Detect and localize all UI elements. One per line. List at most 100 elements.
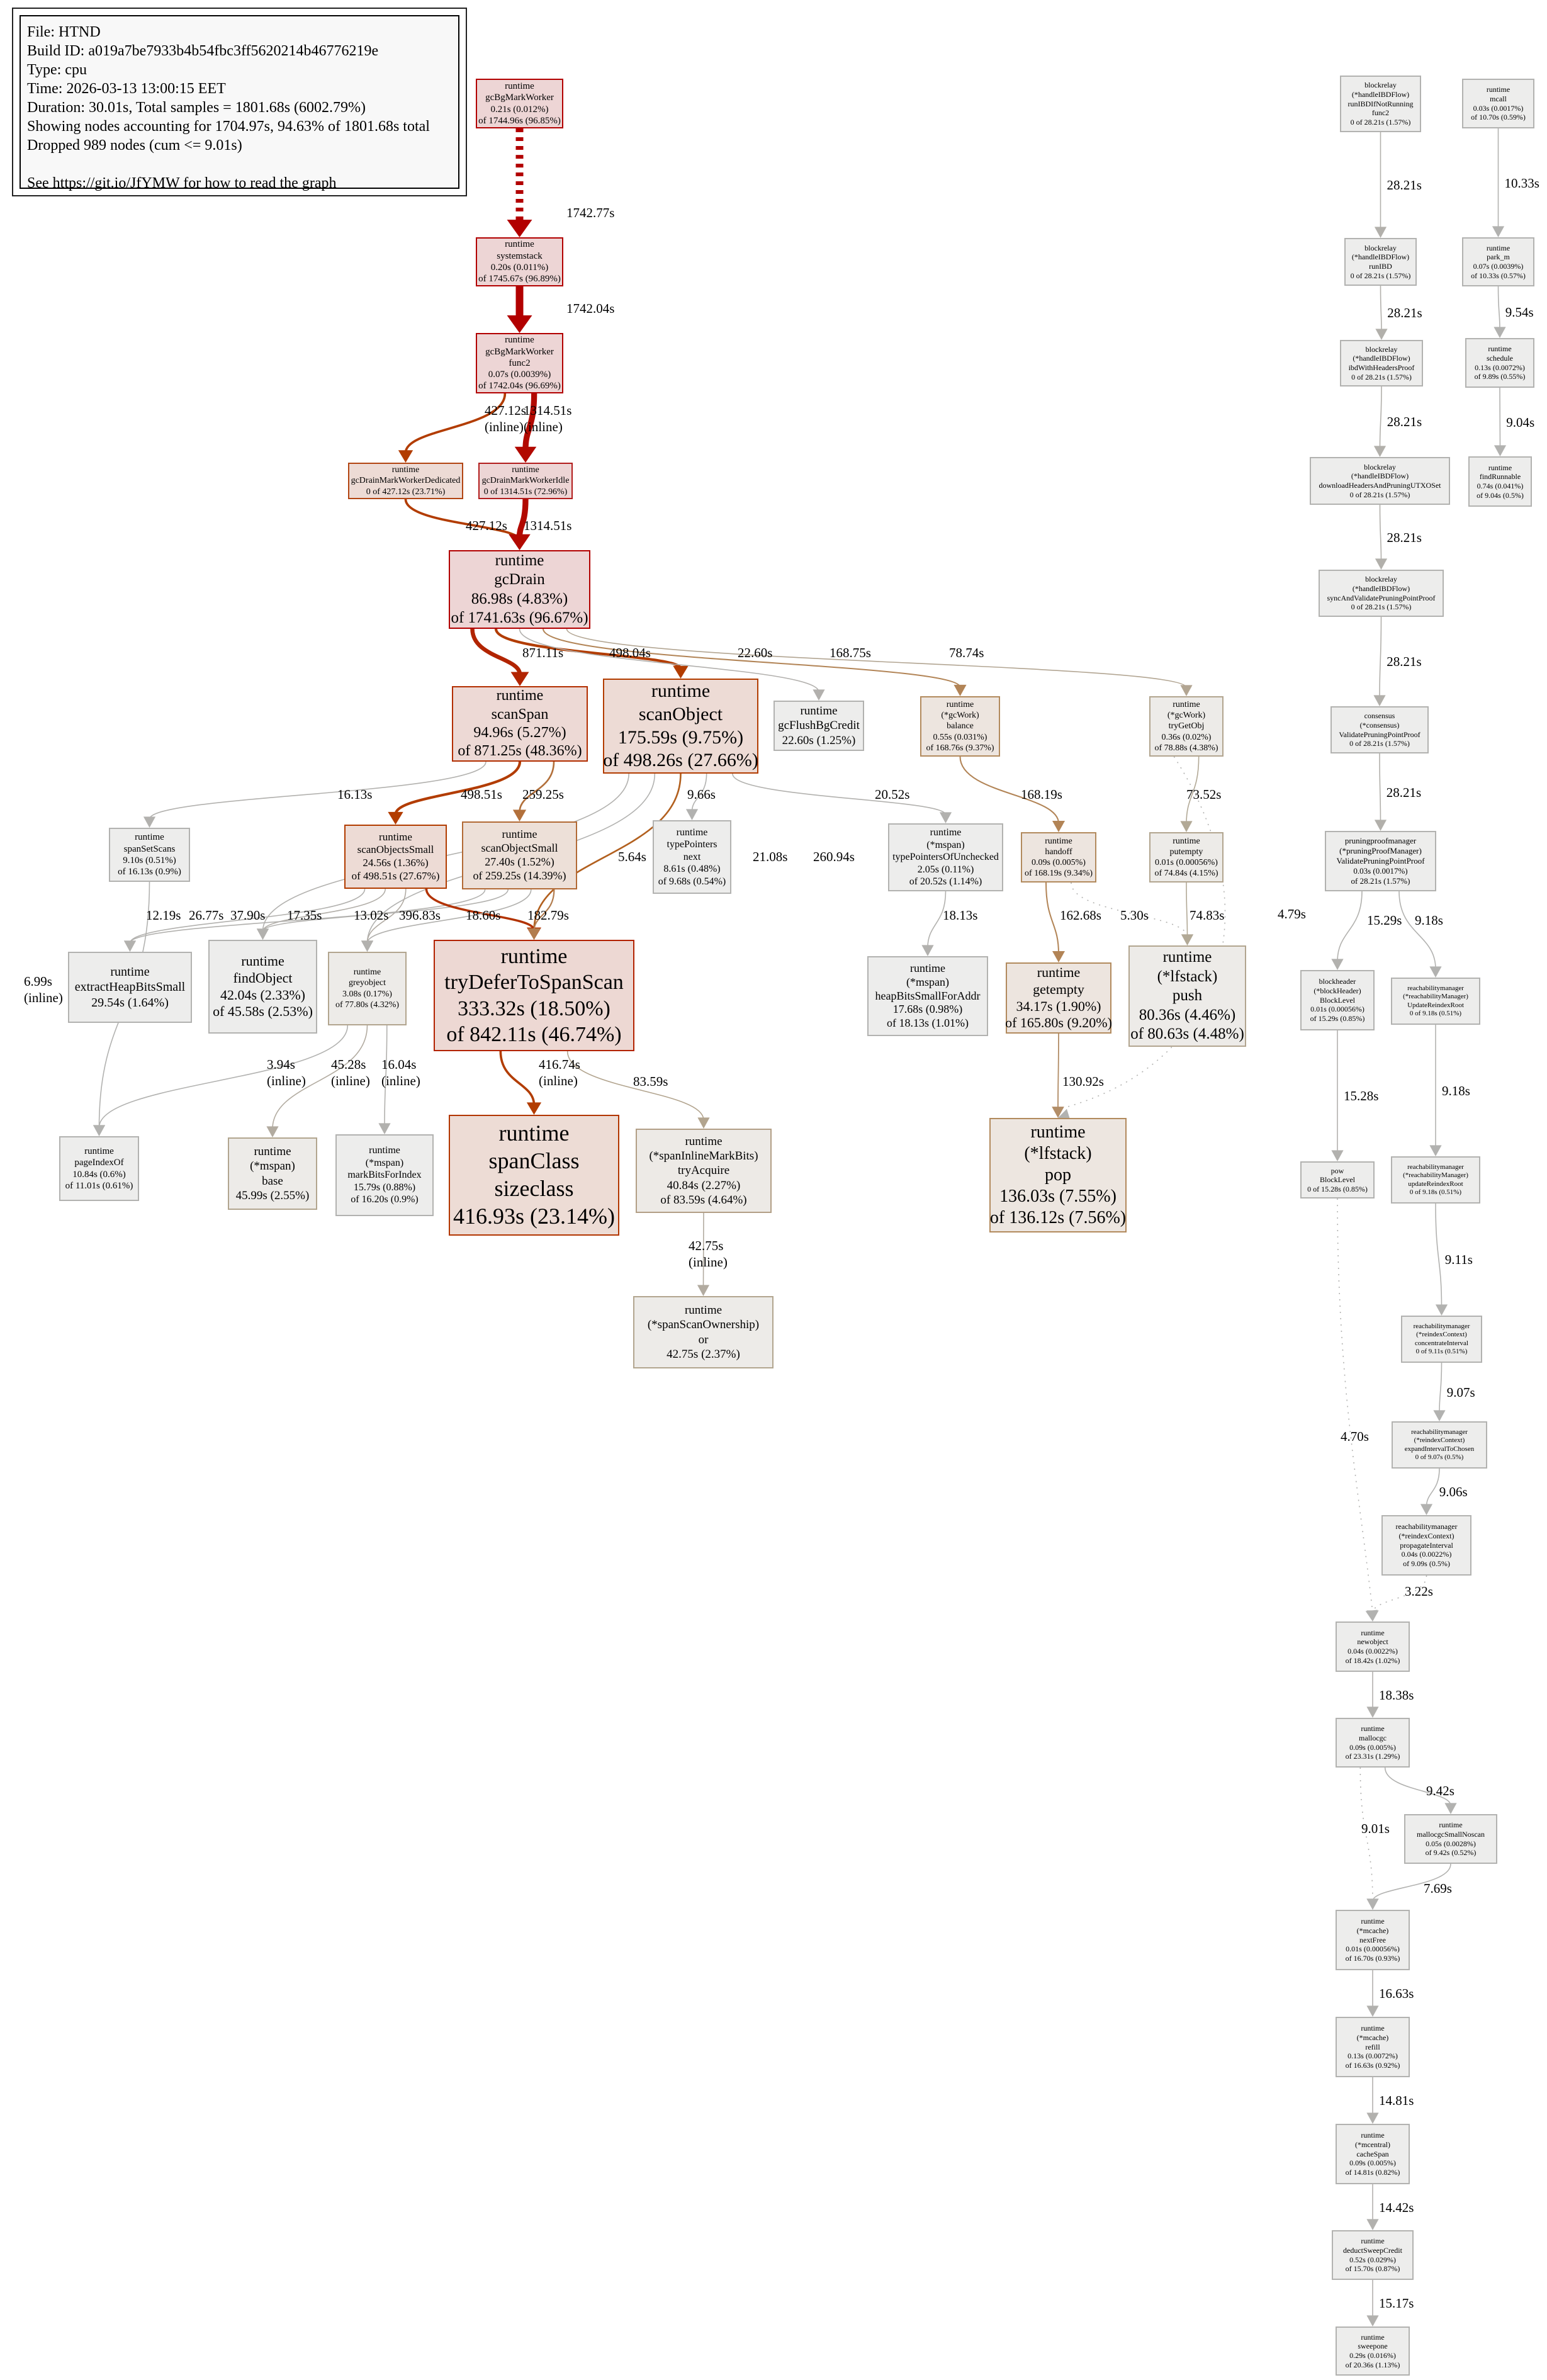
call-edge[interactable] bbox=[1186, 882, 1188, 937]
call-edge[interactable] bbox=[1435, 1203, 1443, 1307]
call-edge[interactable] bbox=[1337, 891, 1363, 962]
call-edge[interactable] bbox=[566, 1051, 704, 1120]
graph-node-handleibdflow-syncandvalidatepruningpointproof-0-of-28-21s-1-57[interactable]: blockrelay(*handleIBDFlow)syncAndValidat… bbox=[1319, 570, 1444, 617]
call-edge[interactable] bbox=[1379, 504, 1382, 561]
graph-node-reindexcontext-propagateinterval-0-04s-0-0022-of-9-09s-0-5[interactable]: reachabilitymanager(*reindexContext)prop… bbox=[1381, 1515, 1471, 1576]
call-edge[interactable] bbox=[262, 888, 386, 932]
call-edge[interactable] bbox=[366, 889, 532, 944]
call-edge[interactable] bbox=[959, 756, 1060, 824]
call-edge[interactable] bbox=[1045, 882, 1060, 954]
graph-node-reachabilitymanager-updatereindexroot-0-of-9-18s-0-51[interactable]: reachabilitymanager(*reachabilityManager… bbox=[1391, 1156, 1480, 1204]
call-edge[interactable] bbox=[519, 761, 555, 813]
call-edge[interactable] bbox=[1372, 1863, 1451, 1902]
call-edge[interactable] bbox=[732, 773, 947, 815]
call-edge[interactable] bbox=[1379, 753, 1381, 823]
call-edge[interactable] bbox=[470, 628, 522, 675]
call-edge[interactable] bbox=[927, 891, 947, 948]
call-edge[interactable] bbox=[129, 889, 486, 944]
graph-node-handleibdflow-downloadheadersandpruningutxoset-0-of-28-21s-1-57[interactable]: blockrelay(*handleIBDFlow)downloadHeader… bbox=[1310, 457, 1450, 505]
call-edge[interactable] bbox=[404, 393, 507, 453]
graph-node-reachabilitymanager-updatereindexroot-0-of-9-18s-0-51[interactable]: reachabilitymanager(*reachabilityManager… bbox=[1391, 978, 1480, 1025]
call-edge[interactable] bbox=[1379, 386, 1382, 449]
call-edge[interactable] bbox=[366, 888, 407, 944]
legend-help-link[interactable]: See https://git.io/JfYMW for how to read… bbox=[27, 175, 337, 191]
call-edge[interactable] bbox=[394, 761, 522, 815]
call-edge[interactable] bbox=[1384, 1767, 1451, 1806]
call-edge[interactable] bbox=[272, 1025, 368, 1129]
call-edge[interactable] bbox=[1380, 285, 1382, 332]
call-edge[interactable] bbox=[425, 888, 536, 931]
call-edge[interactable] bbox=[262, 889, 509, 932]
call-edge[interactable] bbox=[499, 1051, 536, 1105]
call-edge[interactable] bbox=[1439, 1362, 1443, 1413]
graph-node-consensus-validatepruningpointproof-0-of-28-21s-1-57[interactable]: consensus(*consensus)ValidatePruningPoin… bbox=[1330, 706, 1429, 753]
call-edge[interactable] bbox=[384, 1025, 388, 1126]
call-edge[interactable] bbox=[1186, 756, 1200, 824]
call-edge[interactable] bbox=[1057, 756, 1226, 1110]
graph-node-handleibdflow-ibdwithheadersproof-0-of-28-21s-1-57[interactable]: blockrelay(*handleIBDFlow)ibdWithHeaders… bbox=[1340, 340, 1423, 386]
call-edge[interactable] bbox=[542, 628, 961, 688]
call-edge[interactable] bbox=[1497, 286, 1500, 330]
call-edge[interactable] bbox=[1398, 891, 1436, 969]
call-edge[interactable] bbox=[566, 628, 1187, 688]
call-edge[interactable] bbox=[533, 889, 555, 931]
graph-node-reindexcontext-expandintervaltochosen-0-of-9-07s-0-5[interactable]: reachabilitymanager(*reindexContext)expa… bbox=[1392, 1421, 1487, 1469]
call-edge[interactable] bbox=[522, 393, 537, 449]
call-edge[interactable] bbox=[1337, 1198, 1373, 1613]
graph-node-pruningproofmanager-validatepruningpointproof-0-03s-0-0017-of-28-21s-1-57[interactable]: pruningproofmanager(*pruningProofManager… bbox=[1325, 831, 1436, 891]
call-edge[interactable] bbox=[1057, 1033, 1059, 1110]
call-edge[interactable] bbox=[494, 628, 682, 669]
graph-node-reindexcontext-concentrateinterval-0-of-9-11s-0-51[interactable]: reachabilitymanager(*reindexContext)conc… bbox=[1401, 1316, 1482, 1363]
call-edge[interactable] bbox=[691, 773, 707, 812]
call-edge[interactable] bbox=[1372, 1575, 1427, 1613]
call-edge[interactable] bbox=[516, 499, 529, 537]
call-edge[interactable] bbox=[98, 1025, 349, 1128]
call-edge[interactable] bbox=[149, 761, 487, 820]
call-edge[interactable] bbox=[1379, 616, 1382, 698]
graph-node-handleibdflow-runibdifnotrunning-func2-0-of-28-21s-1-57[interactable]: blockrelay(*handleIBDFlow)runIBDIfNotRun… bbox=[1340, 76, 1421, 132]
